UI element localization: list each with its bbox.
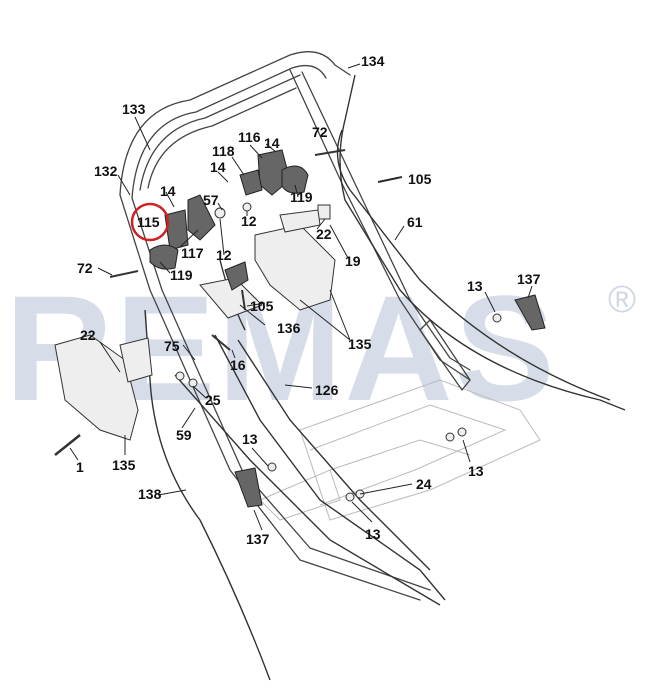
- callout-13a: 13: [467, 278, 483, 294]
- callout-137a: 137: [517, 271, 541, 287]
- callout-61: 61: [407, 214, 423, 230]
- callout-16: 16: [230, 357, 246, 373]
- callout-118: 118: [212, 143, 235, 159]
- callout-13b: 13: [242, 431, 258, 447]
- washer-13b: [267, 462, 277, 472]
- callout-135b: 135: [112, 457, 136, 473]
- plate-upper: [279, 209, 321, 233]
- callout-13c: 13: [468, 463, 484, 479]
- callout-14a: 14: [264, 135, 280, 151]
- part-117: [187, 194, 216, 241]
- cover-135-upper: [254, 224, 336, 311]
- bracket-136: [199, 277, 263, 319]
- callout-22b: 22: [80, 327, 96, 343]
- callout-138: 138: [138, 486, 162, 502]
- washer-13a: [492, 313, 502, 323]
- cover-135-lower: [54, 334, 139, 441]
- callout-14b: 14: [210, 159, 226, 175]
- part-115: [164, 209, 189, 251]
- callout-14c: 14: [160, 183, 176, 199]
- callout-126: 126: [315, 382, 339, 398]
- nut-25b: [188, 378, 198, 388]
- clamp-119-lower: [149, 244, 179, 270]
- washer-13c-b: [457, 427, 467, 437]
- callout-134: 134: [361, 53, 385, 69]
- callout-115: 115: [137, 214, 160, 230]
- callout-117: 117: [181, 245, 204, 261]
- callout-116: 116: [238, 129, 261, 145]
- lever-136: [224, 261, 249, 291]
- callout-22a: 22: [316, 226, 332, 242]
- highlight-circle: [130, 202, 170, 242]
- washer-13c-a: [445, 432, 455, 442]
- callout-119a: 119: [290, 189, 313, 205]
- callout-12b: 12: [216, 247, 232, 263]
- lower-handle-frame: [259, 379, 541, 521]
- callout-105a: 105: [408, 171, 432, 187]
- callout-19: 19: [345, 253, 361, 269]
- callout-132: 132: [94, 163, 118, 179]
- callout-12a: 12: [241, 213, 257, 229]
- washer-13d: [345, 492, 355, 502]
- callout-57: 57: [203, 192, 219, 208]
- cables: [144, 74, 626, 681]
- knob-137-left: [234, 467, 263, 508]
- screw-1: [54, 434, 81, 456]
- callout-1: 1: [76, 459, 84, 475]
- callout-135a: 135: [348, 336, 372, 352]
- callout-137b: 137: [246, 531, 270, 547]
- washer-12a: [214, 207, 226, 219]
- callout-13d: 13: [365, 526, 381, 542]
- washer-12b: [242, 202, 252, 212]
- clamp-119-upper: [281, 165, 309, 194]
- screw-72b: [109, 270, 139, 278]
- callout-labels: 134 133 132 116 14 72 118 14 14 119 105 …: [76, 53, 541, 547]
- nut-25a: [175, 371, 185, 381]
- callout-72b: 72: [77, 260, 93, 276]
- part-22: [317, 204, 331, 220]
- part-118: [239, 169, 263, 196]
- callout-24: 24: [416, 476, 432, 492]
- callout-25: 25: [205, 392, 221, 408]
- watermark-registered-mark: ®: [608, 279, 636, 321]
- callout-119b: 119: [170, 267, 193, 283]
- plate-75: [119, 337, 153, 383]
- callout-105b: 105: [250, 298, 274, 314]
- callout-75: 75: [164, 338, 180, 354]
- screw-72a: [314, 149, 346, 156]
- pin-16: [211, 334, 231, 351]
- callout-133: 133: [122, 101, 146, 117]
- screw-105b: [241, 289, 246, 311]
- callout-59: 59: [176, 427, 192, 443]
- leader-lines: [69, 63, 533, 531]
- parts: [54, 149, 546, 508]
- callout-136: 136: [277, 320, 301, 336]
- callout-72a: 72: [312, 124, 328, 140]
